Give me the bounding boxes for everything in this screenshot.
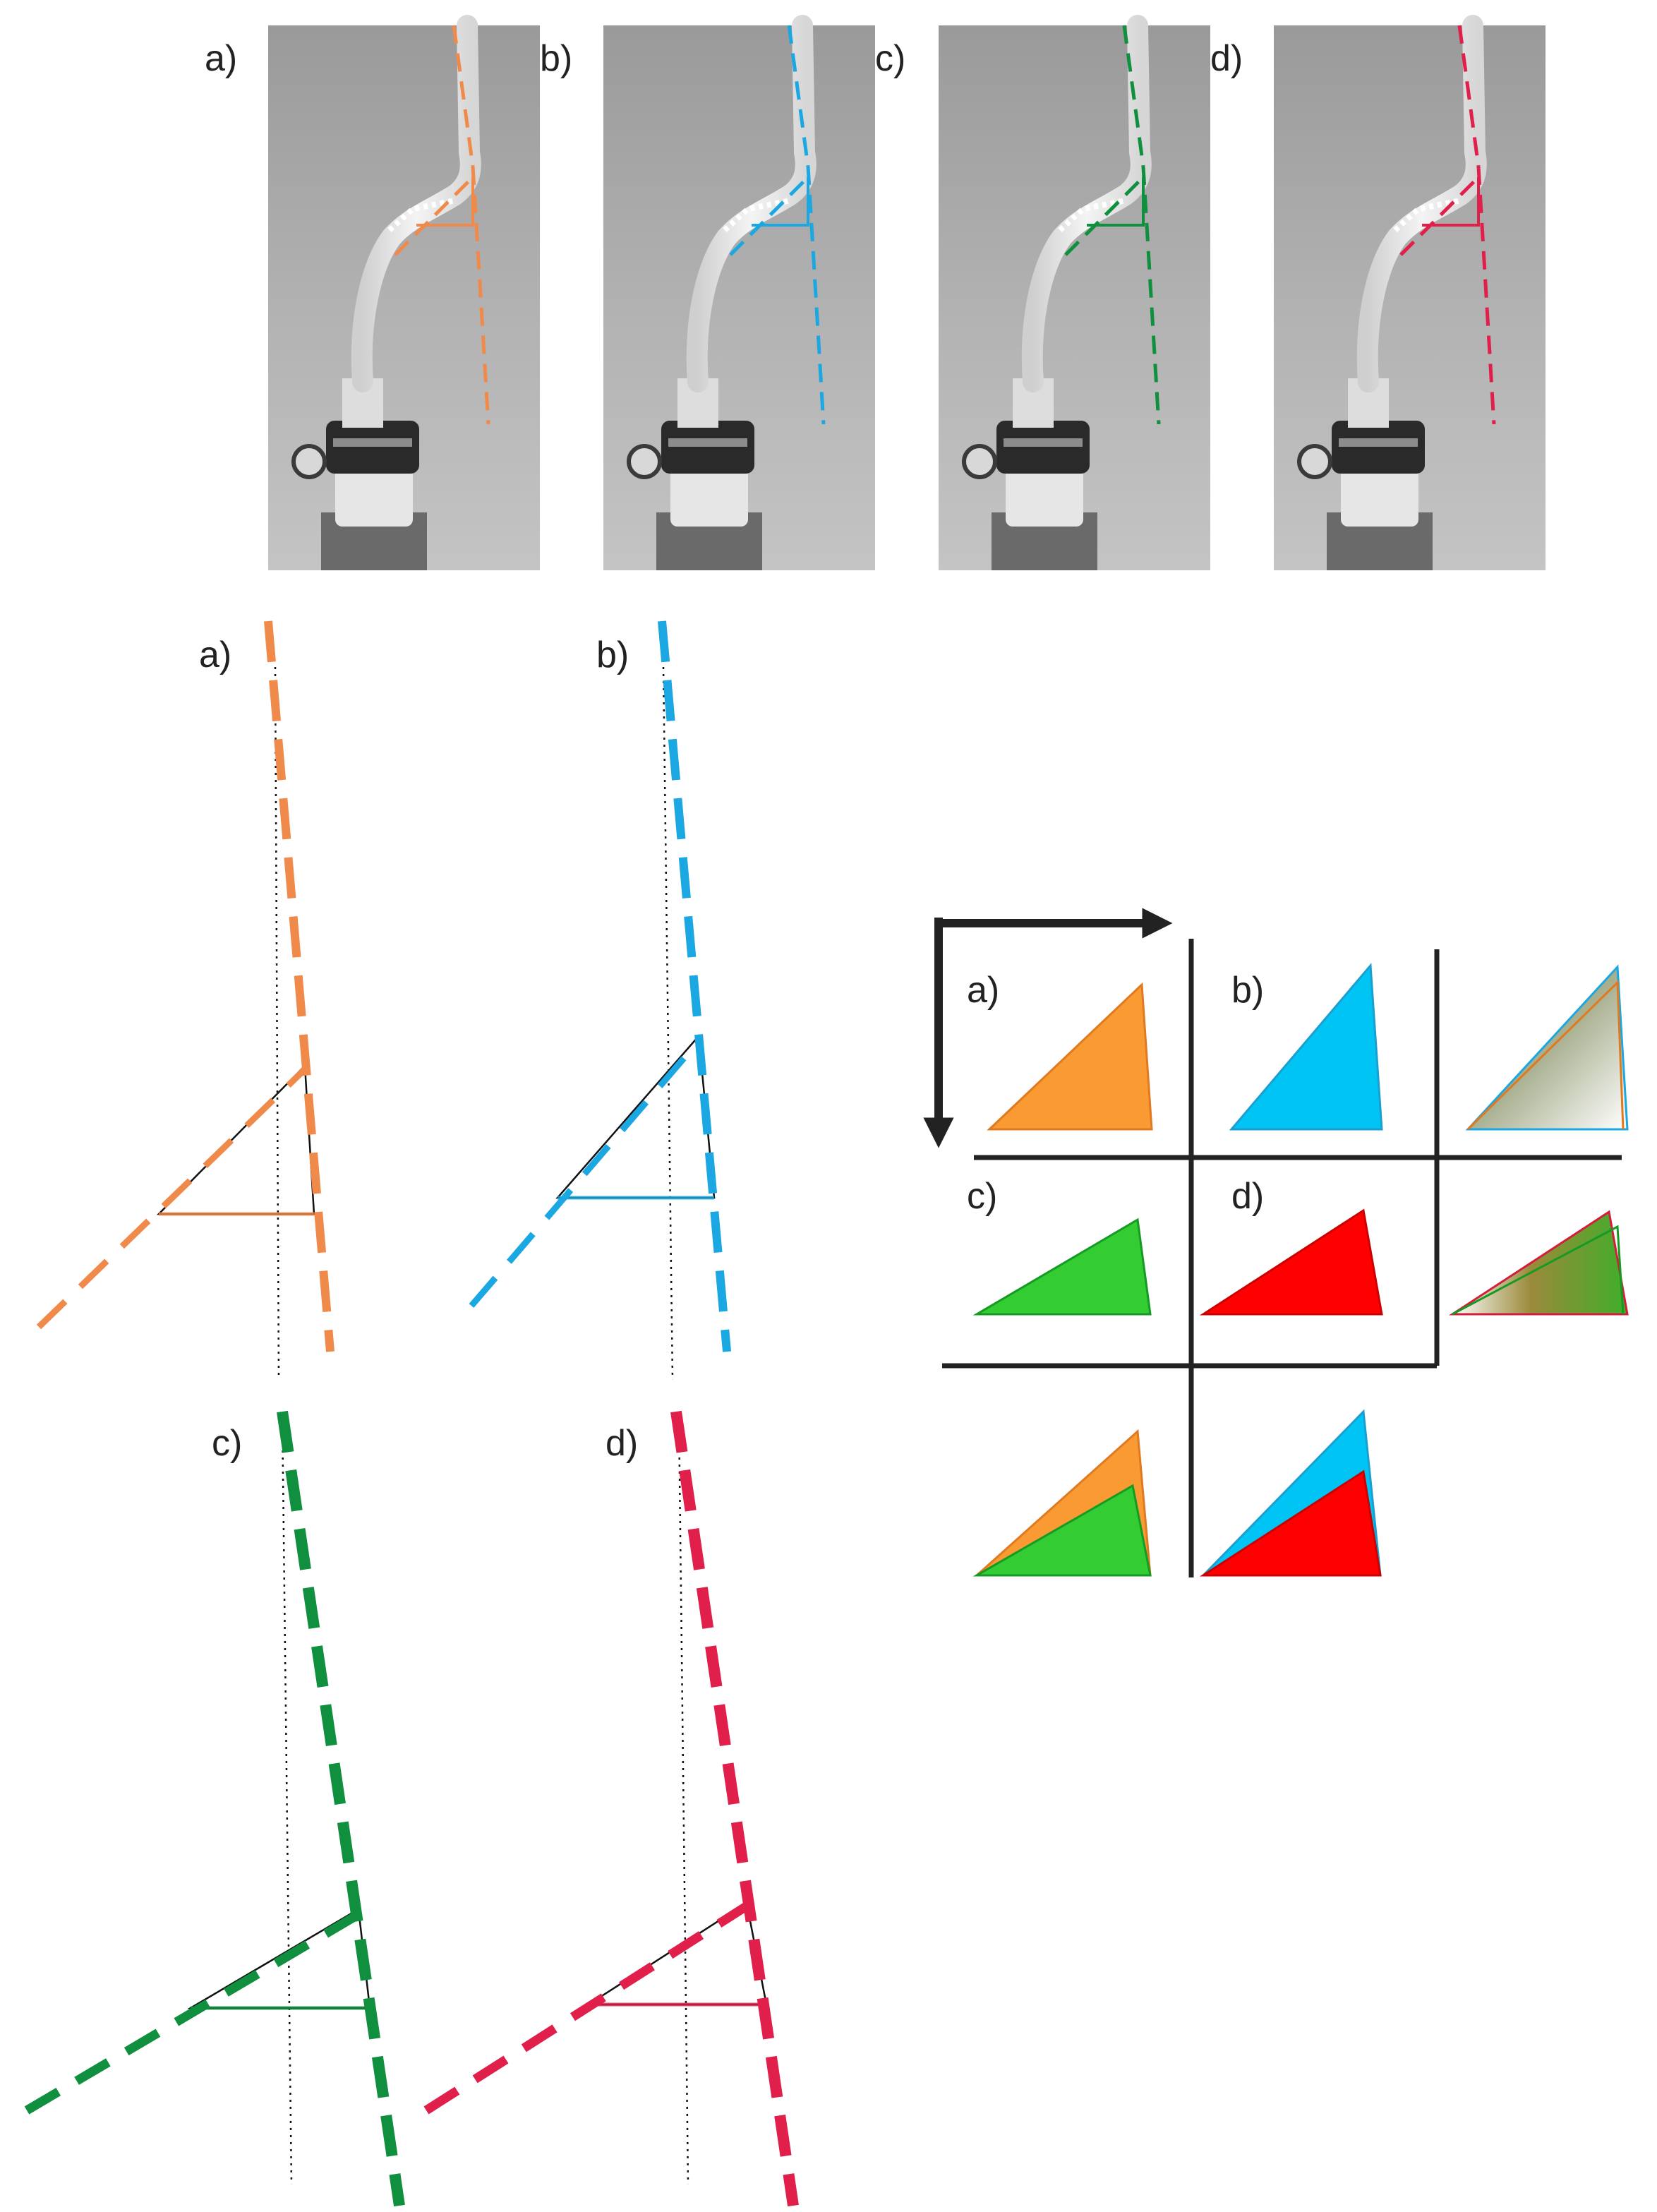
matrix-label-a: a): [967, 970, 999, 1011]
tube-axis-line: [264, 620, 335, 1352]
soft-tube: [351, 15, 481, 392]
tube-wrinkles: [723, 198, 791, 232]
triangle-b-d-overlay-d: [1199, 1469, 1382, 1577]
trace-panel-c: [24, 1410, 405, 2207]
angle-marker: [416, 177, 474, 227]
mount-collar: [335, 463, 413, 527]
photo-panel-b: [603, 15, 875, 570]
triangle-d: [1199, 1208, 1383, 1316]
tube-axis-line: [670, 1410, 799, 2207]
axis-line-upper: [1122, 25, 1145, 167]
tube-wrinkles: [387, 198, 456, 232]
mount-collar: [670, 463, 748, 527]
vertical-reference: [677, 1414, 689, 2185]
photo-label-a: a): [205, 38, 237, 79]
vertical-reference: [274, 666, 280, 1381]
angle-marker: [1422, 177, 1480, 227]
tube-axis-line: [277, 1410, 405, 2207]
photo-panel-a: [268, 15, 540, 570]
soft-tube: [1356, 15, 1487, 392]
clamp-band: [333, 438, 412, 447]
axis-line-lower: [806, 166, 826, 425]
axis-line-lower: [1141, 166, 1161, 425]
bend-line: [729, 176, 809, 256]
angle-marker: [1087, 177, 1145, 227]
comparison-matrix: a) b) c) d): [923, 908, 1629, 1577]
clamp-screw: [627, 444, 662, 479]
matrix-label-d: d): [1231, 1176, 1264, 1217]
vertical-reference: [662, 666, 674, 1381]
trace-label-b: b): [596, 635, 629, 675]
triangle-c-d-overlay: [1448, 1210, 1629, 1316]
bend-line: [1399, 176, 1480, 256]
tube-wrinkles: [1058, 198, 1126, 232]
soft-tube: [686, 15, 817, 392]
photo-label-d: d): [1210, 38, 1243, 79]
matrix-label-c: c): [967, 1176, 997, 1217]
clamp-screw: [962, 444, 997, 479]
mount-clamp: [661, 421, 754, 474]
clamp-band: [1004, 438, 1083, 447]
photo-label-c: c): [875, 38, 905, 79]
tube-axis-line: [658, 620, 731, 1352]
clamp-band: [1339, 438, 1418, 447]
triangle-a: [987, 982, 1153, 1131]
triangle-c-d-overlay-edge: [1452, 1225, 1625, 1316]
photo-panel-d: [1274, 15, 1545, 570]
bend-line: [1064, 176, 1145, 256]
clamp-screw: [291, 444, 327, 479]
axis-line-upper: [1457, 25, 1481, 167]
photo-panel-c: [939, 15, 1210, 570]
bend-axis-line: [423, 1900, 752, 2115]
trace-label-c: c): [212, 1423, 242, 1464]
tube-wrinkles: [1393, 198, 1462, 232]
trace-panel-b: [469, 620, 731, 1381]
triangle-a-b-overlay-edge: [1466, 980, 1625, 1131]
soft-tube: [1021, 15, 1152, 392]
axis-line-upper: [452, 25, 475, 167]
photo-row: a) b) c) d): [205, 15, 1545, 570]
clamp-band: [668, 438, 747, 447]
bend-axis-line: [36, 1066, 308, 1330]
angle-marker: [752, 177, 809, 227]
vertical-reference: [281, 1414, 293, 2185]
trace-label-d: d): [605, 1423, 638, 1464]
bend-line: [394, 176, 474, 256]
axis-line-upper: [787, 25, 810, 167]
matrix-label-b: b): [1231, 970, 1264, 1011]
trace-label-a: a): [199, 635, 231, 675]
mount-collar: [1341, 463, 1418, 527]
clamp-screw: [1297, 444, 1332, 479]
triangle-b: [1229, 963, 1383, 1131]
mount-clamp: [996, 421, 1090, 474]
bend-axis-line: [469, 1039, 701, 1308]
trace-panels: a) b) c) d): [24, 620, 799, 2207]
trace-panel-a: [36, 620, 335, 1381]
photo-label-b: b): [540, 38, 572, 79]
triangle-c: [972, 1218, 1152, 1316]
triangle-a-c-overlay-c: [972, 1484, 1152, 1577]
axis-line-lower: [1476, 166, 1496, 425]
trace-panel-d: [423, 1410, 799, 2207]
mount-clamp: [326, 421, 419, 474]
mount-collar: [1006, 463, 1083, 527]
bend-axis-line: [24, 1909, 364, 2115]
axis-line-lower: [471, 166, 490, 425]
mount-clamp: [1332, 421, 1425, 474]
